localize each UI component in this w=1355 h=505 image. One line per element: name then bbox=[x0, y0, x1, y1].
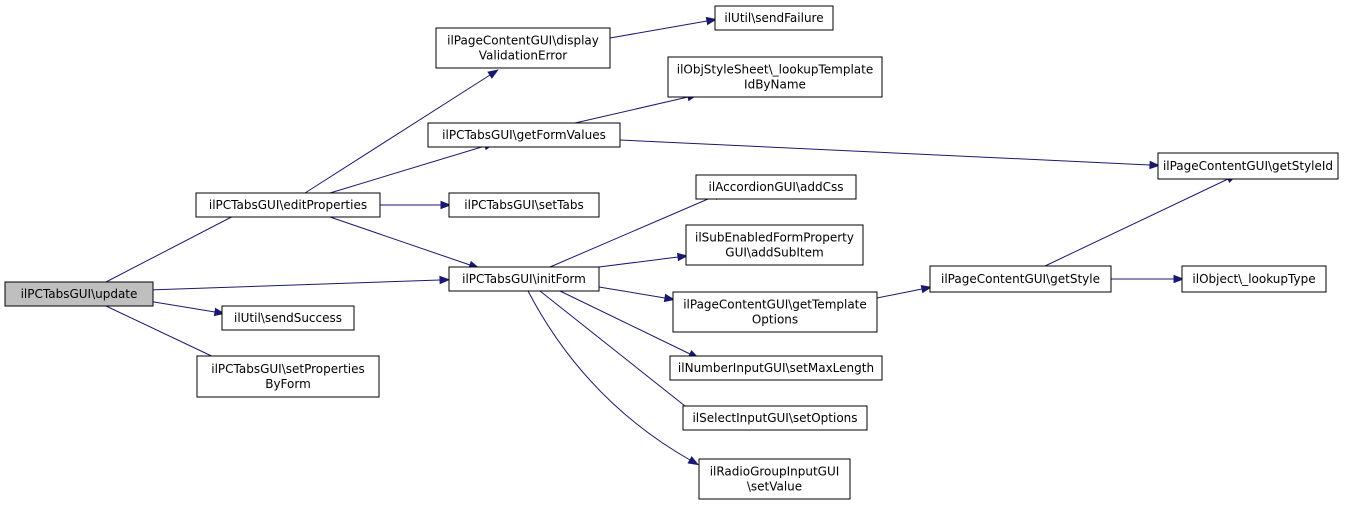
node-label: ilObject\_lookupType bbox=[1192, 272, 1315, 286]
node-box bbox=[435, 27, 611, 69]
node-box bbox=[685, 224, 864, 266]
node-editProperties[interactable]: ilPCTabsGUI\editProperties bbox=[195, 192, 381, 218]
node-label: ilPageContentGUI\display bbox=[447, 34, 599, 48]
node-box bbox=[714, 5, 834, 31]
edge-getTemplateOptions-to-getStyle bbox=[876, 284, 933, 299]
node-label: ilUtil\sendSuccess bbox=[234, 311, 342, 325]
node-label: ilPCTabsGUI\setTabs bbox=[464, 198, 583, 212]
node-label: ByForm bbox=[265, 377, 311, 391]
node-setOptions[interactable]: ilSelectInputGUI\setOptions bbox=[682, 405, 868, 431]
edge-editProperties-to-displayValidationError bbox=[304, 69, 499, 194]
edge-editProperties-to-getFormValues bbox=[329, 142, 495, 194]
edge-initForm-to-setValue bbox=[527, 290, 700, 466]
node-getStyleId[interactable]: ilPageContentGUI\getStyleId bbox=[1157, 152, 1339, 180]
node-label: ValidationError bbox=[479, 49, 568, 63]
node-label: ilSelectInputGUI\setOptions bbox=[692, 411, 857, 425]
node-label: ilSubEnabledFormProperty bbox=[695, 231, 854, 245]
node-box bbox=[682, 405, 868, 431]
node-label: ilPageContentGUI\getStyleId bbox=[1163, 159, 1333, 173]
node-setValue[interactable]: ilRadioGroupInputGUI\setValue bbox=[698, 458, 851, 500]
node-box bbox=[667, 56, 883, 98]
node-sendFailure[interactable]: ilUtil\sendFailure bbox=[714, 5, 834, 31]
node-box bbox=[1181, 265, 1327, 293]
node-initForm[interactable]: ilPCTabsGUI\initForm bbox=[448, 266, 600, 292]
node-box bbox=[221, 305, 355, 331]
node-box bbox=[672, 291, 878, 333]
node-label: ilPCTabsGUI\getFormValues bbox=[442, 128, 606, 142]
node-getFormValues[interactable]: ilPCTabsGUI\getFormValues bbox=[427, 122, 621, 148]
node-box bbox=[448, 266, 600, 292]
edge-getFormValues-to-getStyleId bbox=[619, 139, 1161, 170]
edge-update-to-sendSuccess bbox=[147, 300, 226, 317]
node-setMaxLength[interactable]: ilNumberInputGUI\setMaxLength bbox=[669, 355, 883, 381]
node-box bbox=[196, 355, 380, 398]
node-box bbox=[4, 281, 154, 307]
node-update[interactable]: ilPCTabsGUI\update bbox=[4, 281, 154, 307]
node-getStyle[interactable]: ilPageContentGUI\getStyle bbox=[929, 265, 1112, 293]
node-label: ilPCTabsGUI\initForm bbox=[462, 272, 586, 286]
edge-getStyle-to-getStyleId bbox=[1044, 174, 1238, 267]
node-label: Options bbox=[752, 313, 798, 327]
node-label: \setValue bbox=[747, 480, 802, 494]
node-label: ilAccordionGUI\addCss bbox=[709, 180, 844, 194]
node-label: ilPCTabsGUI\editProperties bbox=[209, 198, 367, 212]
edge-getStyle-to-lookupType bbox=[1111, 274, 1185, 284]
node-label: ilPageContentGUI\getStyle bbox=[941, 272, 1100, 286]
node-box bbox=[698, 458, 851, 500]
edge-initForm-to-addSubItem bbox=[598, 252, 689, 268]
node-box bbox=[448, 192, 600, 218]
node-label: ilPCTabsGUI\update bbox=[21, 287, 138, 301]
node-box bbox=[695, 174, 857, 200]
edge-editProperties-to-initForm bbox=[329, 216, 480, 269]
edge-editProperties-to-setTabs bbox=[380, 200, 452, 210]
node-label: ilObjStyleSheet\_lookupTemplate bbox=[677, 63, 874, 77]
node-box bbox=[427, 122, 621, 148]
node-lookupType[interactable]: ilObject\_lookupType bbox=[1181, 265, 1327, 293]
node-sendSuccess[interactable]: ilUtil\sendSuccess bbox=[221, 305, 355, 331]
node-box bbox=[195, 192, 381, 218]
edge-getFormValues-to-lookupTemplateIdByName bbox=[574, 92, 699, 124]
edge-update-to-initForm bbox=[147, 275, 451, 291]
edge-initForm-to-getTemplateOptions bbox=[598, 286, 676, 303]
node-box bbox=[1157, 152, 1339, 180]
function-nodes: ilPCTabsGUI\update ilPCTabsGUI\editProper… bbox=[4, 5, 1339, 500]
node-label: ilPCTabsGUI\setProperties bbox=[211, 362, 365, 376]
edge-displayValidationError-to-sendFailure bbox=[609, 16, 718, 39]
node-label: ilNumberInputGUI\setMaxLength bbox=[678, 361, 874, 375]
node-label: ilUtil\sendFailure bbox=[724, 11, 823, 25]
node-addCss[interactable]: ilAccordionGUI\addCss bbox=[695, 174, 857, 200]
node-label: ilRadioGroupInputGUI bbox=[710, 465, 840, 479]
node-label: GUI\addSubItem bbox=[725, 246, 823, 260]
node-box bbox=[929, 265, 1112, 293]
node-label: ilPageContentGUI\getTemplate bbox=[683, 298, 867, 312]
node-label: IdByName bbox=[744, 78, 806, 92]
edge-update-to-setPropertiesByForm bbox=[105, 305, 230, 365]
node-box bbox=[669, 355, 883, 381]
node-setTabs[interactable]: ilPCTabsGUI\setTabs bbox=[448, 192, 600, 218]
